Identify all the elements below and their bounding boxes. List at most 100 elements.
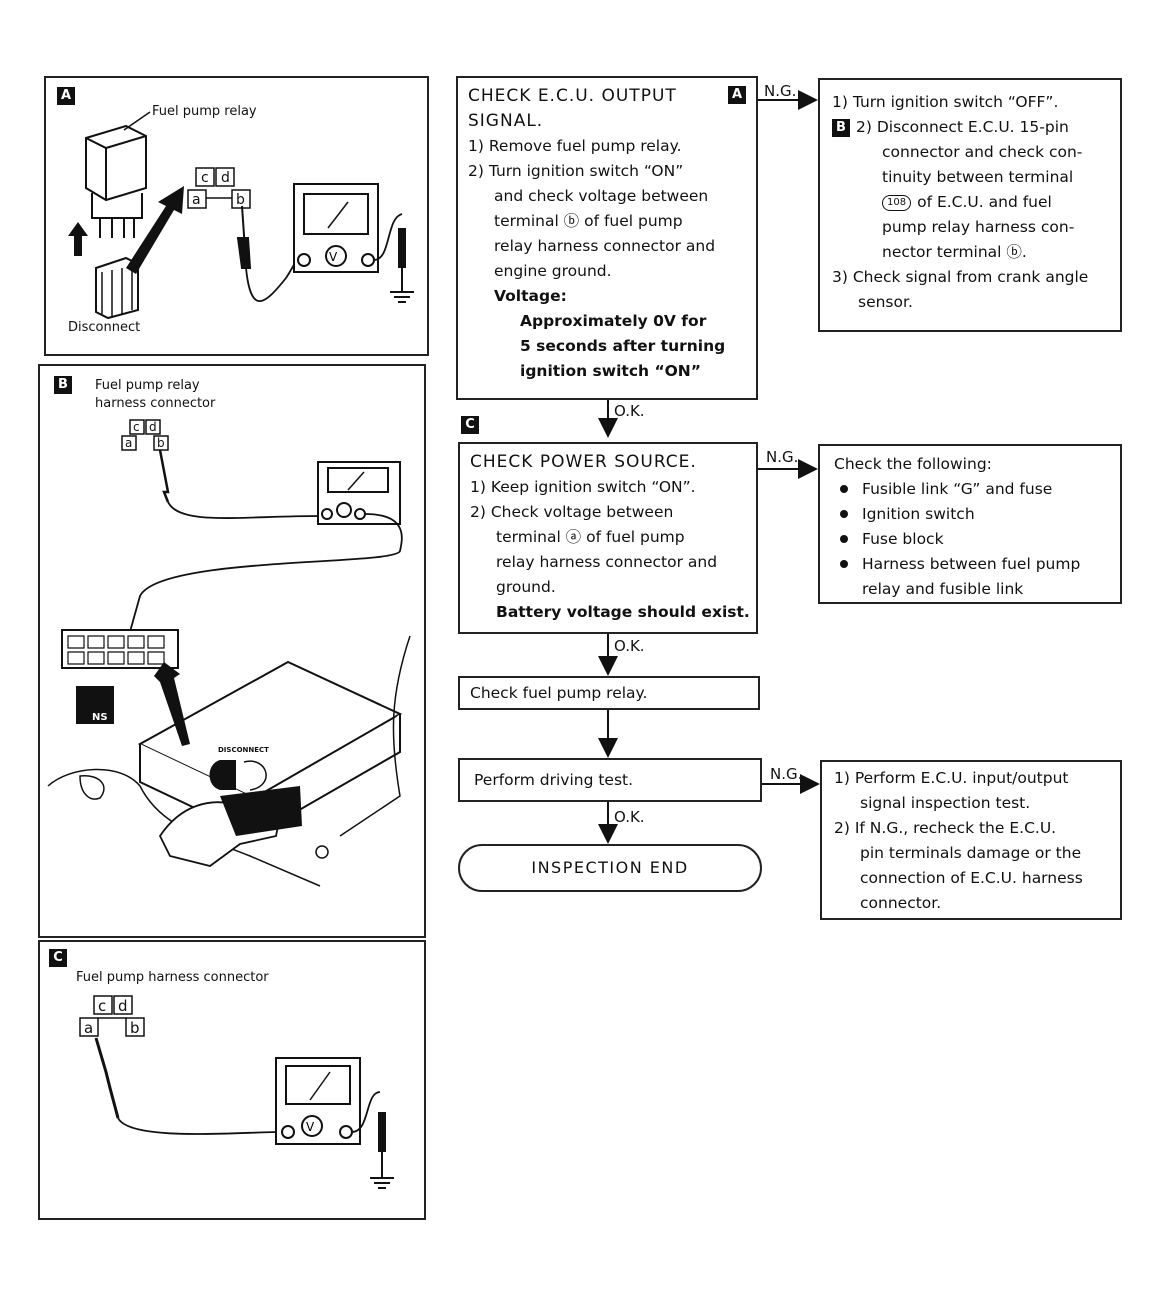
panel-c-tag: C	[49, 949, 67, 967]
svg-text:d: d	[221, 170, 230, 186]
check-power-tag: C	[461, 416, 479, 434]
disconnect-label: Disconnect	[68, 320, 141, 335]
check-ecu-output-box: A CHECK E.C.U. OUTPUT SIGNAL. 1) Remove …	[456, 76, 758, 400]
ng-a-step-2c: tinuity between terminal	[882, 168, 1074, 186]
ng-power-source-box: Check the following: Fusible link “G” an…	[818, 444, 1122, 604]
svg-text:c: c	[201, 170, 209, 186]
ng-driving-test-box: 1) Perform E.C.U. input/output signal in…	[820, 760, 1122, 920]
fuel-pump-harness-label: Fuel pump harness connector	[76, 970, 269, 985]
panel-b-tag: B	[54, 376, 72, 394]
check-ecu-voltage-1: Approximately 0V for	[520, 312, 707, 330]
bullet-icon	[840, 509, 848, 518]
ng-c-item-1: Fusible link “G” and fuse	[834, 477, 1106, 502]
bullet-icon	[840, 559, 848, 568]
relay-harness-label-2: harness connector	[95, 396, 216, 411]
driving-test-box: Perform driving test.	[458, 758, 762, 802]
ng-a-tag: B	[832, 118, 850, 137]
check-power-source-box: CHECK POWER SOURCE. 1) Keep ignition swi…	[458, 442, 758, 634]
panel-a-tag: A	[57, 87, 75, 105]
check-power-title: CHECK POWER SOURCE.	[470, 452, 697, 472]
check-ecu-voltage-label: Voltage:	[494, 287, 567, 305]
check-power-step-2c: relay harness connector and	[496, 553, 718, 571]
ng-label-2: N.G.	[766, 448, 799, 466]
check-ecu-title-2: SIGNAL.	[468, 111, 544, 131]
svg-text:V: V	[306, 1120, 315, 1134]
check-fuel-pump-relay-box: Check fuel pump relay.	[458, 676, 760, 710]
check-ecu-tag: A	[728, 86, 746, 104]
socket-icon	[95, 256, 139, 320]
check-ecu-title-1: CHECK E.C.U. OUTPUT	[468, 86, 677, 106]
ng-drive-step-1b: signal inspection test.	[860, 794, 1031, 812]
fuel-pump-relay-label: Fuel pump relay	[152, 104, 257, 119]
ng-c-item-4: Harness between fuel pump	[834, 552, 1106, 577]
svg-text:DISCONNECT: DISCONNECT	[218, 746, 269, 754]
svg-text:d: d	[149, 420, 157, 434]
check-ecu-step-2b: and check voltage between	[494, 187, 709, 205]
ng-a-step-2f: nector terminal ⓑ.	[882, 243, 1027, 261]
ng-a-step-3b: sensor.	[858, 293, 913, 311]
check-power-expect: Battery voltage should exist.	[496, 603, 750, 621]
check-power-step-1: 1) Keep ignition switch “ON”.	[470, 478, 696, 496]
ok-label-3: O.K.	[614, 808, 645, 826]
inspection-end-text: INSPECTION END	[531, 858, 689, 877]
ng-drive-step-2c: connection of E.C.U. harness	[860, 869, 1083, 887]
svg-text:a: a	[125, 436, 132, 450]
ng-a-step-2e: pump relay harness con-	[882, 218, 1075, 236]
inspection-end-terminal: INSPECTION END	[458, 844, 762, 892]
check-relay-text: Check fuel pump relay.	[470, 684, 648, 702]
relay-icon	[85, 124, 147, 238]
svg-text:d: d	[118, 997, 128, 1015]
bullet-icon	[840, 534, 848, 543]
svg-text:a: a	[84, 1019, 93, 1037]
ng-c-item-2: Ignition switch	[834, 502, 1106, 527]
ng-c-item-4b: relay and fusible link	[862, 580, 1024, 598]
check-ecu-step-2e: engine ground.	[494, 262, 612, 280]
ng-label-3: N.G.	[770, 765, 803, 783]
svg-text:b: b	[130, 1019, 140, 1037]
ng-drive-step-2: 2) If N.G., recheck the E.C.U.	[834, 819, 1057, 837]
svg-text:c: c	[133, 420, 140, 434]
ng-drive-step-1: 1) Perform E.C.U. input/output	[834, 769, 1069, 787]
ng-a-step-1: 1) Turn ignition switch “OFF”.	[832, 93, 1059, 111]
voltmeter-icon	[293, 183, 379, 273]
ok-label-1: O.K.	[614, 402, 645, 420]
check-ecu-step-1: 1) Remove fuel pump relay.	[468, 137, 682, 155]
ecu-connector-icon	[61, 629, 179, 669]
check-ecu-step-2c: terminal ⓑ of fuel pump	[494, 212, 683, 230]
check-power-step-2: 2) Check voltage between	[470, 503, 674, 521]
svg-text:b: b	[157, 436, 165, 450]
check-ecu-voltage-3: ignition switch “ON”	[520, 362, 701, 380]
svg-text:a: a	[192, 192, 201, 208]
svg-text:V: V	[329, 250, 338, 264]
svg-text:b: b	[236, 192, 245, 208]
ng-c-title: Check the following:	[834, 455, 992, 473]
ng-c-item-3: Fuse block	[834, 527, 1106, 552]
voltmeter-icon-b	[317, 461, 401, 525]
check-power-step-2d: ground.	[496, 578, 556, 596]
check-ecu-step-2d: relay harness connector and	[494, 237, 716, 255]
ng-drive-step-2d: connector.	[860, 894, 942, 912]
svg-text:c: c	[98, 997, 106, 1015]
voltmeter-icon-c	[275, 1057, 361, 1145]
svg-text:NS: NS	[92, 712, 108, 723]
driving-test-text: Perform driving test.	[474, 771, 634, 789]
ok-label-2: O.K.	[614, 637, 645, 655]
ng-label-1: N.G.	[764, 82, 797, 100]
ng-a-step-2b: connector and check con-	[882, 143, 1083, 161]
ng-a-step-3: 3) Check signal from crank angle	[832, 268, 1089, 286]
bullet-icon	[840, 484, 848, 493]
check-ecu-voltage-2: 5 seconds after turning	[520, 337, 726, 355]
terminal-108-badge: 108	[882, 194, 912, 211]
check-ecu-step-2: 2) Turn ignition switch “ON”	[468, 162, 684, 180]
ng-drive-step-2b: pin terminals damage or the	[860, 844, 1082, 862]
